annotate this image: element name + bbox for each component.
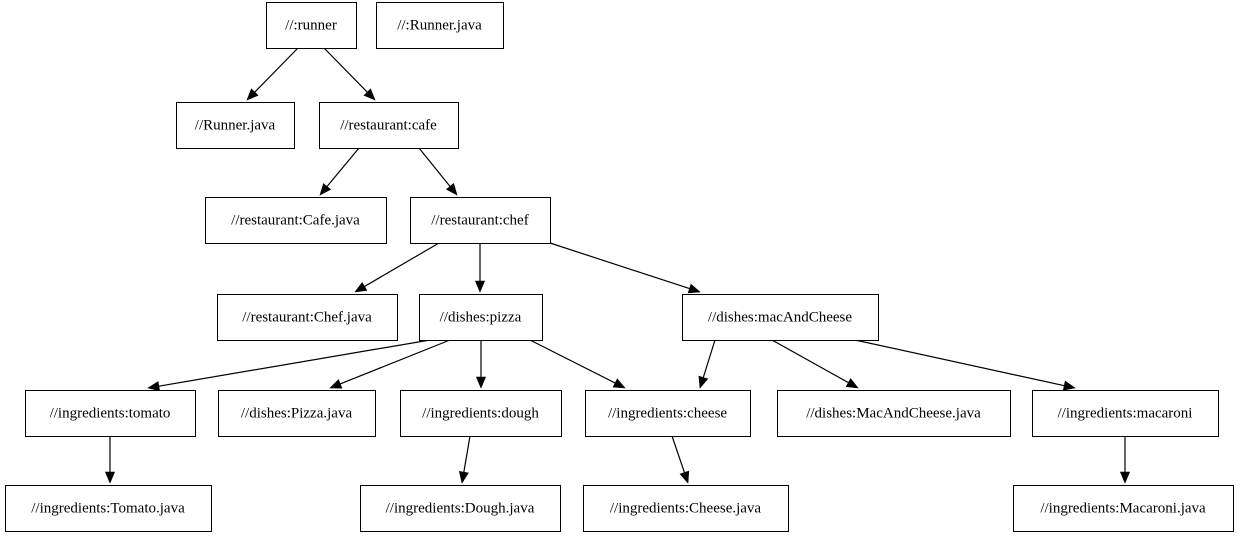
node-label-cheese_java: //ingredients:Cheese.java xyxy=(610,500,762,516)
node-cheese_java[interactable]: //ingredients:Cheese.java xyxy=(583,485,789,532)
edge-runner-to-cafe xyxy=(323,47,376,101)
node-label-cafe_java: //restaurant:Cafe.java xyxy=(231,212,360,228)
node-runner[interactable]: //:runner xyxy=(266,2,357,49)
node-label-macaroni_java: //ingredients:Macaroni.java xyxy=(1040,500,1206,516)
node-label-chef_java: //restaurant:Chef.java xyxy=(242,309,372,325)
node-label-cheese: //ingredients:cheese xyxy=(608,405,727,421)
edge-tomato-to-tomato_java xyxy=(104,436,116,484)
edge-mac_and_cheese-to-macaroni xyxy=(854,339,1076,391)
node-macaroni_java[interactable]: //ingredients:Macaroni.java xyxy=(1013,485,1234,532)
edge-pizza-to-tomato xyxy=(147,339,431,392)
node-label-tomato: //ingredients:tomato xyxy=(50,405,171,421)
node-tomato_java[interactable]: //ingredients:Tomato.java xyxy=(5,485,212,532)
node-mac_and_cheese[interactable]: //dishes:macAndCheese xyxy=(682,294,879,341)
node-cafe_java[interactable]: //restaurant:Cafe.java xyxy=(205,197,387,244)
node-runner_java_root[interactable]: //:Runner.java xyxy=(376,2,504,49)
node-cafe[interactable]: //restaurant:cafe xyxy=(319,102,459,149)
edge-chef-to-pizza xyxy=(474,243,486,293)
node-tomato[interactable]: //ingredients:tomato xyxy=(25,390,196,437)
edge-mac_and_cheese-to-cheese xyxy=(698,339,716,389)
node-label-runner_java: //Runner.java xyxy=(195,117,276,133)
node-chef_java[interactable]: //restaurant:Chef.java xyxy=(217,294,398,341)
node-dough_java[interactable]: //ingredients:Dough.java xyxy=(360,485,561,532)
node-label-dough: //ingredients:dough xyxy=(422,405,539,421)
node-label-mac_and_cheese_java: //dishes:MacAndCheese.java xyxy=(806,405,981,421)
node-macaroni[interactable]: //ingredients:macaroni xyxy=(1032,390,1219,437)
edge-runner-to-runner_java xyxy=(246,47,299,101)
edge-chef-to-mac_and_cheese xyxy=(549,242,701,294)
edge-chef-to-chef_java xyxy=(354,242,440,293)
node-dough[interactable]: //ingredients:dough xyxy=(400,390,562,437)
edge-cafe-to-cafe_java xyxy=(319,147,360,196)
edge-pizza-to-pizza_java xyxy=(329,339,451,389)
node-label-dough_java: //ingredients:Dough.java xyxy=(386,500,535,516)
node-cheese[interactable]: //ingredients:cheese xyxy=(585,390,751,437)
edge-macaroni-to-macaroni_java xyxy=(1119,436,1131,484)
node-mac_and_cheese_java[interactable]: //dishes:MacAndCheese.java xyxy=(777,390,1011,437)
node-label-mac_and_cheese: //dishes:macAndCheese xyxy=(708,309,852,325)
node-label-tomato_java: //ingredients:Tomato.java xyxy=(31,500,185,516)
edge-pizza-to-cheese xyxy=(529,339,626,389)
node-label-pizza_java: //dishes:Pizza.java xyxy=(241,405,353,421)
edge-mac_and_cheese-to-mac_and_cheese_java xyxy=(771,339,859,389)
edges-layer xyxy=(104,47,1131,484)
node-label-runner_java_root: //:Runner.java xyxy=(397,17,482,33)
node-label-chef: //restaurant:chef xyxy=(431,212,528,228)
node-label-runner: //:runner xyxy=(285,17,337,33)
node-pizza_java[interactable]: //dishes:Pizza.java xyxy=(218,390,376,437)
node-label-cafe: //restaurant:cafe xyxy=(340,117,437,133)
node-label-pizza: //dishes:pizza xyxy=(440,309,522,325)
node-chef[interactable]: //restaurant:chef xyxy=(410,197,551,244)
nodes-layer: //:runner //:Runner.java //Runner.java //re… xyxy=(5,2,1234,532)
edge-dough-to-dough_java xyxy=(458,435,471,484)
edge-pizza-to-dough xyxy=(475,340,487,389)
edge-cafe-to-chef xyxy=(418,147,458,196)
node-runner_java[interactable]: //Runner.java xyxy=(176,102,295,149)
edge-cheese-to-cheese_java xyxy=(671,435,690,484)
node-label-macaroni: //ingredients:macaroni xyxy=(1058,405,1193,421)
node-pizza[interactable]: //dishes:pizza xyxy=(419,294,543,341)
